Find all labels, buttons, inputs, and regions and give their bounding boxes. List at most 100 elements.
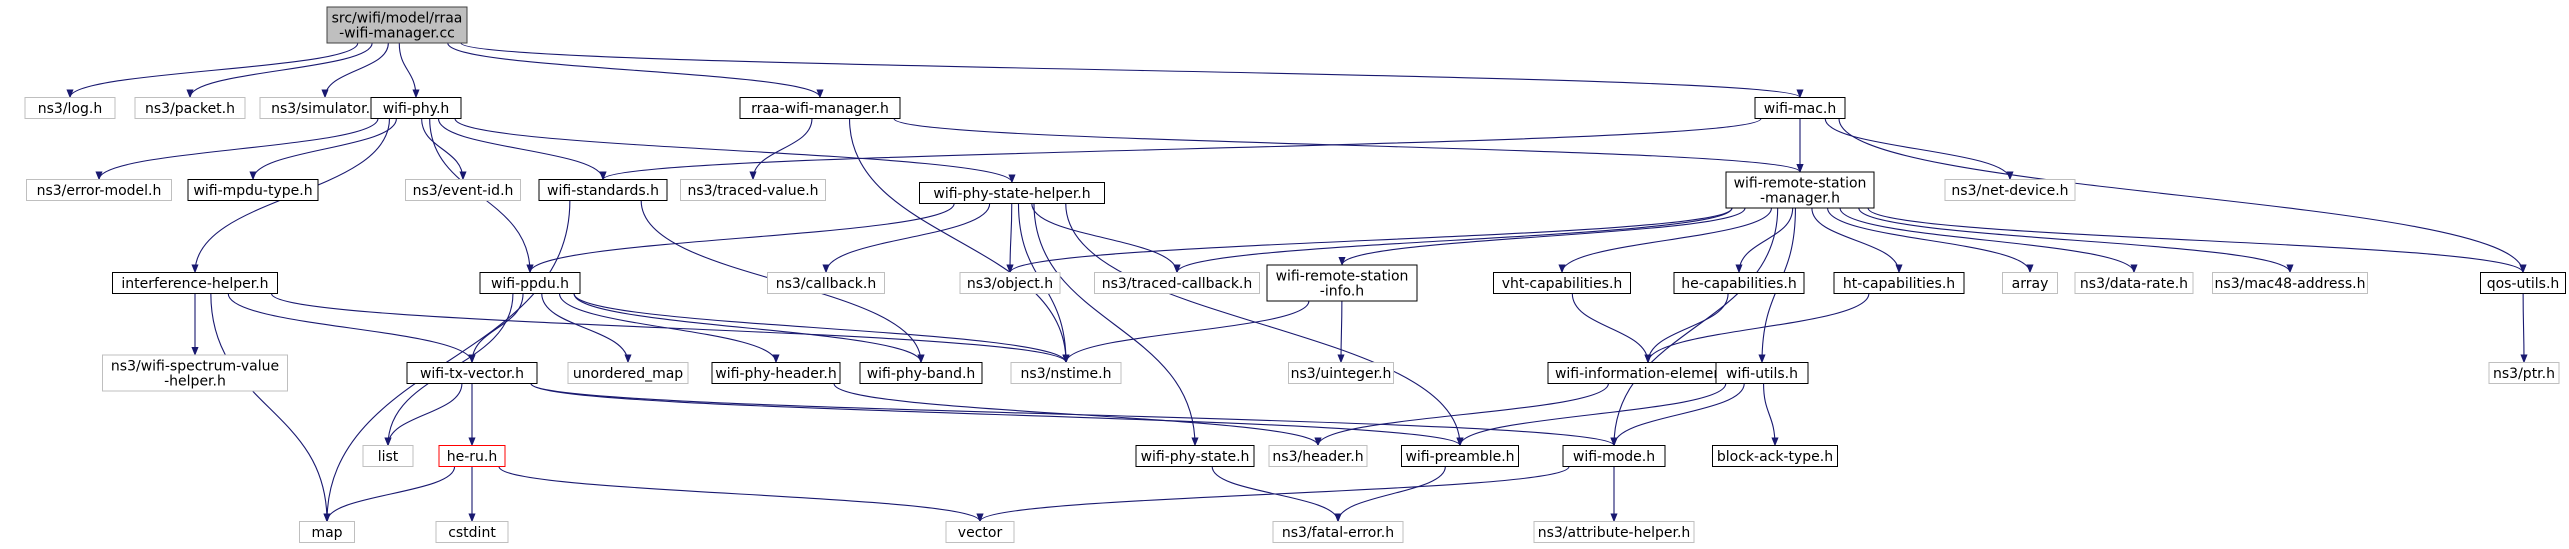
node-fatal: ns3/fatal-error.h (1272, 521, 1404, 543)
node-box-mode (1562, 445, 1666, 467)
node-rraa[interactable]: rraa-wifi-manager.h (739, 97, 901, 119)
node-remoteinfo[interactable]: wifi-remote-station-info.h (1266, 264, 1418, 302)
node-box-remoteinfo (1266, 264, 1418, 302)
node-label-cstdint: cstdint (448, 525, 496, 541)
node-wifimac[interactable]: wifi-mac.h (1754, 97, 1846, 119)
node-box-datarate (2074, 272, 2194, 294)
edge-ppdu-to-phyband (573, 293, 925, 364)
node-mac48: ns3/mac48-address.h (2212, 272, 2368, 294)
node-label-array: array (2012, 276, 2049, 292)
edge-remotemgr-to-tracedcallback (1173, 207, 1733, 274)
node-box-ppdu (479, 272, 581, 294)
node-label-phyheader: wifi-phy-header.h (715, 366, 836, 382)
node-he[interactable]: he-capabilities.h (1673, 272, 1805, 294)
node-nstime: ns3/nstime.h (1010, 362, 1122, 384)
node-mpdutype[interactable]: wifi-mpdu-type.h (187, 179, 319, 201)
node-label-txvector: wifi-tx-vector.h (420, 366, 524, 382)
node-phyheader[interactable]: wifi-phy-header.h (711, 362, 841, 384)
node-mode[interactable]: wifi-mode.h (1562, 445, 1666, 467)
node-box-phyband (859, 362, 983, 384)
node-wifiutils[interactable]: wifi-utils.h (1715, 362, 1809, 384)
edge-phystatehelper-to-phystate (1033, 203, 1199, 447)
node-label-rraa: rraa-wifi-manager.h (751, 101, 889, 117)
node-box-ht (1833, 272, 1965, 294)
node-label-list: list (378, 449, 399, 465)
node-label-datarate: ns3/data-rate.h (2080, 276, 2188, 292)
node-box-ptr (2488, 362, 2560, 384)
node-wifiphy[interactable]: wifi-phy.h (370, 97, 462, 119)
edge-root-to-wifiphy (398, 42, 420, 99)
node-infoelem[interactable]: wifi-information-element.h (1547, 362, 1749, 384)
node-box-unordered (567, 362, 689, 384)
node-phystatehelper[interactable]: wifi-phy-state-helper.h (919, 182, 1105, 204)
edge-ppdu-to-txvector (468, 293, 524, 364)
node-ht[interactable]: ht-capabilities.h (1833, 272, 1965, 294)
edge-ppdu-to-nstime (573, 293, 1070, 364)
node-box-vht (1493, 272, 1631, 294)
edge-ppdu-to-unordered (541, 293, 632, 364)
node-box-phystatehelper (919, 182, 1105, 204)
node-label-netdevice: ns3/net-device.h (1951, 183, 2068, 199)
node-box-cstdint (435, 521, 509, 543)
node-phystate[interactable]: wifi-phy-state.h (1135, 445, 1255, 467)
edge-root-to-wifimac (460, 42, 1804, 99)
node-label-mac48: ns3/mac48-address.h (2215, 276, 2366, 292)
node-root[interactable]: src/wifi/model/rraa-wifi-manager.cc (326, 6, 468, 44)
node-cstdint: cstdint (435, 521, 509, 543)
edge-wifiutils-to-preamble (1456, 383, 1727, 447)
node-label-phystate: wifi-phy-state.h (1141, 449, 1250, 465)
node-box-tracedcallback (1094, 272, 1260, 294)
node-heru[interactable]: he-ru.h (438, 445, 506, 467)
node-interference[interactable]: interference-helper.h (112, 272, 278, 294)
node-label-ptr: ns3/ptr.h (2493, 366, 2555, 382)
node-vht[interactable]: vht-capabilities.h (1493, 272, 1631, 294)
node-qos[interactable]: qos-utils.h (2480, 272, 2566, 294)
edge-phyheader-to-header (833, 383, 1322, 447)
node-box-root (326, 6, 468, 44)
node-netdevice: ns3/net-device.h (1944, 179, 2076, 201)
node-label-wifimac: wifi-mac.h (1764, 101, 1836, 117)
node-box-tracedvalue (680, 179, 826, 201)
node-label-infoelem: wifi-information-element.h (1555, 366, 1741, 382)
node-label-map: map (311, 525, 342, 541)
node-box-map (299, 521, 355, 543)
edge-phystatehelper-to-preamble (1065, 203, 1464, 447)
node-box-preamble (1401, 445, 1519, 467)
node-label-uinteger: ns3/uinteger.h (1291, 366, 1392, 382)
edge-txvector-to-list (384, 383, 463, 447)
edge-he-to-infoelem (1644, 293, 1729, 364)
edge-remotemgr-to-he (1735, 207, 1794, 274)
node-txvector[interactable]: wifi-tx-vector.h (406, 362, 538, 384)
node-label-root: src/wifi/model/rraa (332, 11, 463, 27)
node-box-wifimac (1754, 97, 1846, 119)
edge-heru-to-vector (498, 466, 984, 523)
edge-remotemgr-to-mode (1610, 207, 1779, 447)
node-label-log: ns3/log.h (38, 101, 102, 117)
node-blockack[interactable]: block-ack-type.h (1712, 445, 1838, 467)
edge-root-to-packet (186, 42, 373, 99)
node-remotemgr[interactable]: wifi-remote-station-manager.h (1725, 171, 1875, 209)
edge-remotemgr-to-ht (1811, 207, 1903, 274)
node-label-remoteinfo: -info.h (1320, 284, 1364, 300)
edge-interference-to-map (210, 293, 331, 523)
node-label-standards: wifi-standards.h (547, 183, 659, 199)
node-label-object: ns3/object.h (967, 276, 1053, 292)
edge-remotemgr-to-vht (1558, 207, 1772, 274)
node-box-nstime (1010, 362, 1122, 384)
edge-remotemgr-to-remoteinfo (1338, 207, 1746, 266)
node-label-tracedcallback: ns3/traced-callback.h (1102, 276, 1253, 292)
node-box-wifiphy (370, 97, 462, 119)
edge-root-to-simulator (321, 42, 389, 99)
node-ppdu[interactable]: wifi-ppdu.h (479, 272, 581, 294)
node-preamble[interactable]: wifi-preamble.h (1401, 445, 1519, 467)
node-phyband[interactable]: wifi-phy-band.h (859, 362, 983, 384)
node-standards[interactable]: wifi-standards.h (538, 179, 668, 201)
node-label-remotemgr: -manager.h (1760, 191, 1840, 207)
node-label-nstime: ns3/nstime.h (1021, 366, 1112, 382)
node-header: ns3/header.h (1268, 445, 1368, 467)
node-box-header (1268, 445, 1368, 467)
edge-wifimac-to-qos (1838, 118, 2527, 274)
edge-remoteinfo-to-nstime (1062, 300, 1310, 364)
node-box-heru (438, 445, 506, 467)
node-box-rraa (739, 97, 901, 119)
